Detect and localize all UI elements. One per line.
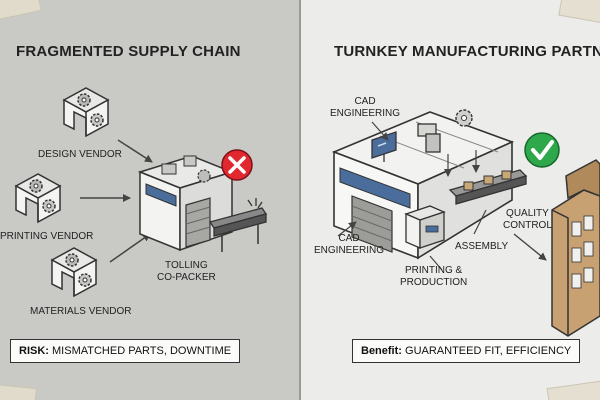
check-icon (524, 132, 560, 168)
vendor-label-printing: PRINTING VENDOR (0, 231, 94, 242)
arrow-cad-top (371, 121, 389, 141)
vendor-label-materials: MATERIALS VENDOR (30, 306, 132, 317)
tolling-building-icon (137, 155, 235, 252)
cad-left-label: CAD ENGINEERING (314, 233, 384, 257)
arrow-materials-to-packer (109, 233, 151, 263)
cardboard-display-icon (551, 159, 600, 337)
printing-machine-icon (404, 205, 446, 249)
risk-value: MISMATCHED PARTS, DOWNTIME (52, 345, 232, 357)
arrow-cad-left (337, 221, 357, 237)
cad-top-line1: CAD (354, 96, 376, 107)
quality-line1: QUALITY (506, 208, 549, 219)
right-title: TURNKEY MANUFACTURING PARTNER (334, 43, 600, 60)
left-title: FRAGMENTED SUPPLY CHAIN (16, 43, 241, 60)
cad-top-label: CAD ENGINEERING (330, 96, 400, 120)
robot-arm-icon (417, 123, 441, 153)
arrow-design-to-packer (117, 139, 153, 163)
monitor-icon (371, 131, 397, 162)
assembly-label: ASSEMBLY (455, 241, 509, 252)
quality-line2: CONTROL (503, 220, 552, 231)
benefit-callout: Benefit: GUARANTEED FIT, EFFICIENCY (352, 339, 581, 363)
risk-key: RISK: (19, 345, 49, 357)
x-icon (221, 149, 253, 181)
quality-label: QUALITY CONTROL (503, 208, 552, 232)
panel-divider (299, 0, 301, 400)
printing-vendor-icon (15, 173, 61, 223)
printing-line2: PRODUCTION (400, 277, 468, 288)
broken-conveyor-icon (208, 198, 268, 252)
risk-callout: RISK: MISMATCHED PARTS, DOWNTIME (10, 339, 241, 363)
printing-label: PRINTING & PRODUCTION (400, 265, 467, 289)
pointer-printing (429, 255, 443, 271)
benefit-value: GUARANTEED FIT, EFFICIENCY (405, 345, 572, 357)
cad-left-line2: ENGINEERING (314, 245, 385, 256)
benefit-key: Benefit: (361, 345, 402, 357)
cad-top-line2: ENGINEERING (330, 108, 401, 119)
materials-vendor-icon (51, 247, 97, 297)
cad-left-line1: CAD (338, 233, 360, 244)
arrow-to-display (513, 233, 547, 261)
packer-label: TOLLING CO-PACKER (157, 260, 216, 284)
design-vendor-icon (63, 87, 109, 137)
vendor-label-design: DESIGN VENDOR (38, 149, 122, 160)
packer-label-line1: TOLLING (165, 260, 208, 271)
printing-line1: PRINTING & (405, 265, 463, 276)
gear-icon (455, 109, 473, 127)
pointer-assembly (473, 209, 487, 235)
assembly-conveyor-icon (444, 150, 528, 205)
packer-label-line2: CO-PACKER (157, 272, 216, 283)
